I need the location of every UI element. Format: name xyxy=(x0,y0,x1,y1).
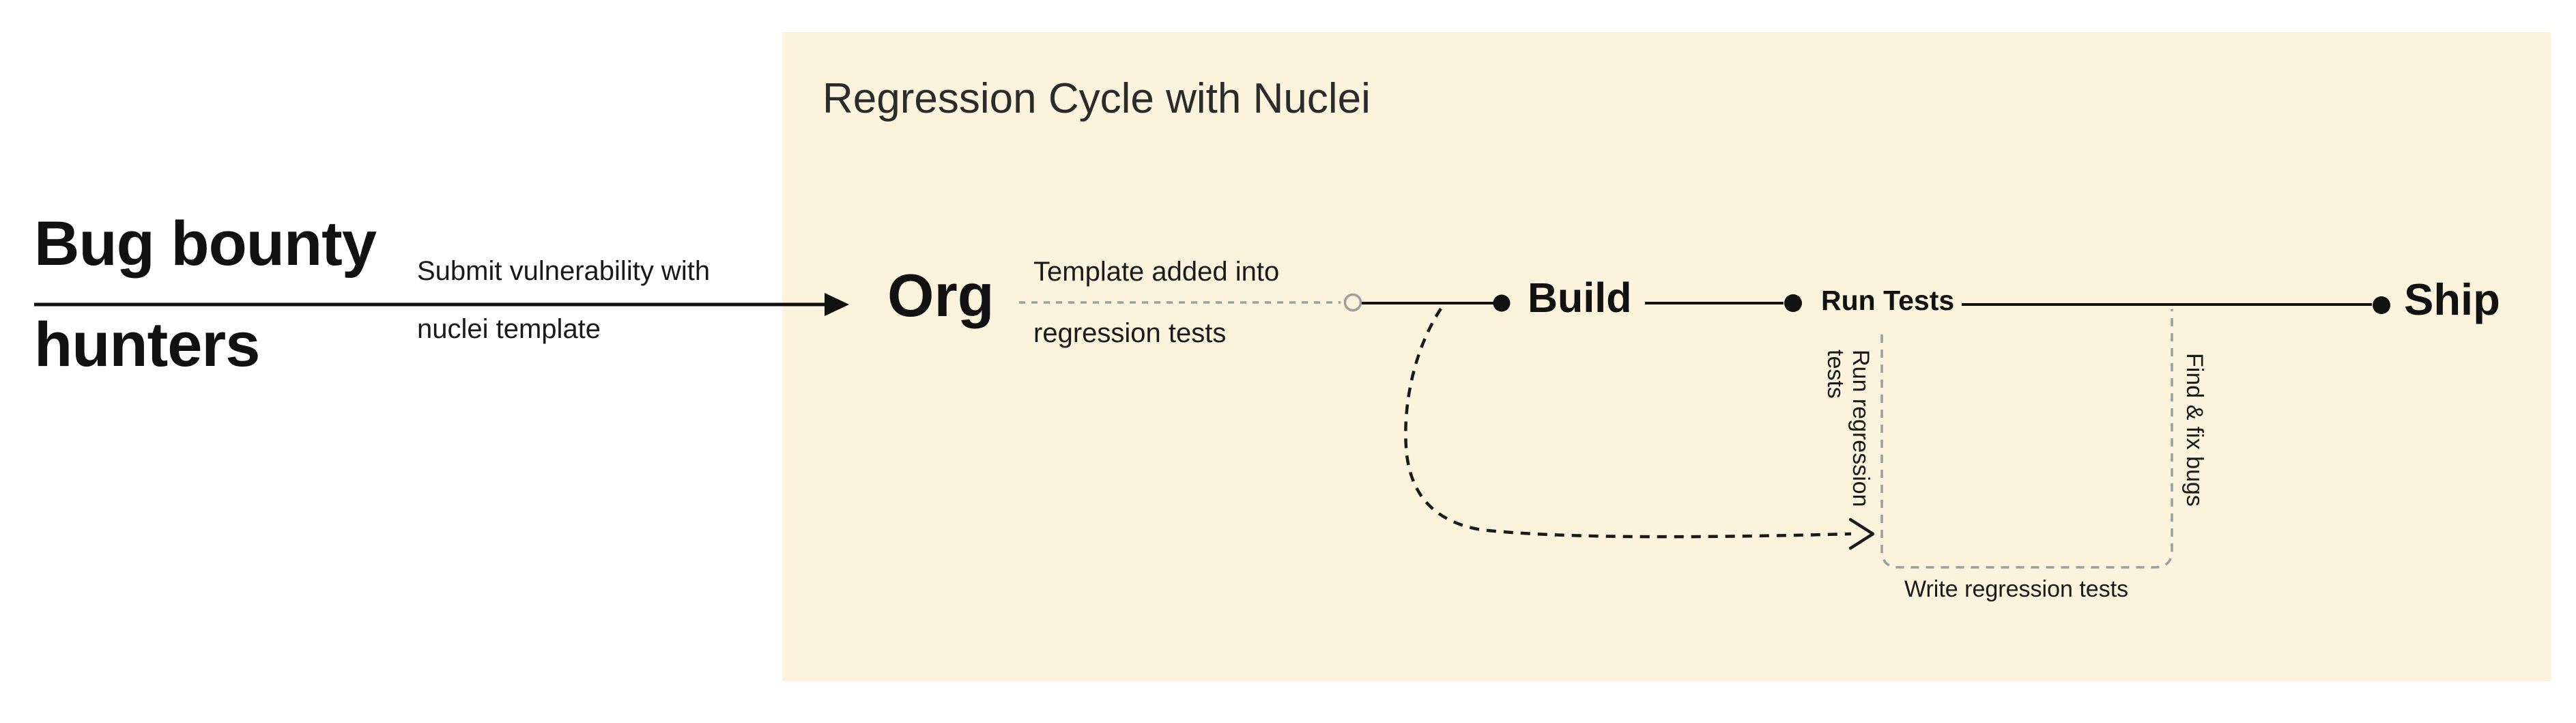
template-added-note-line1: Template added into xyxy=(1033,257,1280,287)
regression-cycle-panel xyxy=(782,32,2551,681)
submit-arrow-label-line1: Submit vulnerability with xyxy=(417,256,711,286)
actor-label-line2: hunters xyxy=(34,310,260,380)
org-node-label: Org xyxy=(887,261,994,329)
build-node-dot xyxy=(1493,294,1511,312)
build-node-label: Build xyxy=(1528,274,1632,321)
run-tests-node-label: Run Tests xyxy=(1821,285,1955,316)
run-tests-node-dot xyxy=(1784,294,1802,312)
find-fix-bugs-note: Find & fix bugs xyxy=(2181,353,2207,507)
regression-loop-arrowhead xyxy=(1848,518,1875,550)
merge-open-circle xyxy=(1343,293,1362,312)
panel-title: Regression Cycle with Nuclei xyxy=(822,75,1371,122)
write-tests-dashed-bracket xyxy=(1880,309,2173,569)
ship-node-dot xyxy=(2373,296,2390,314)
regression-loop-dashed-curve xyxy=(1404,307,1852,539)
run-regression-tests-note-line2: tests xyxy=(1822,350,1848,399)
ship-node-label: Ship xyxy=(2404,274,2500,324)
submit-arrow-label-line2: nuclei template xyxy=(417,314,601,344)
submit-arrowhead xyxy=(825,293,849,316)
template-added-note-line2: regression tests xyxy=(1033,318,1227,348)
actor-label-line1: Bug bounty xyxy=(34,209,377,279)
write-regression-tests-note: Write regression tests xyxy=(1904,576,2129,602)
run-regression-tests-note-line1: Run regression xyxy=(1848,350,1874,507)
run-regression-tests-note: Run regression tests xyxy=(1822,350,1874,507)
